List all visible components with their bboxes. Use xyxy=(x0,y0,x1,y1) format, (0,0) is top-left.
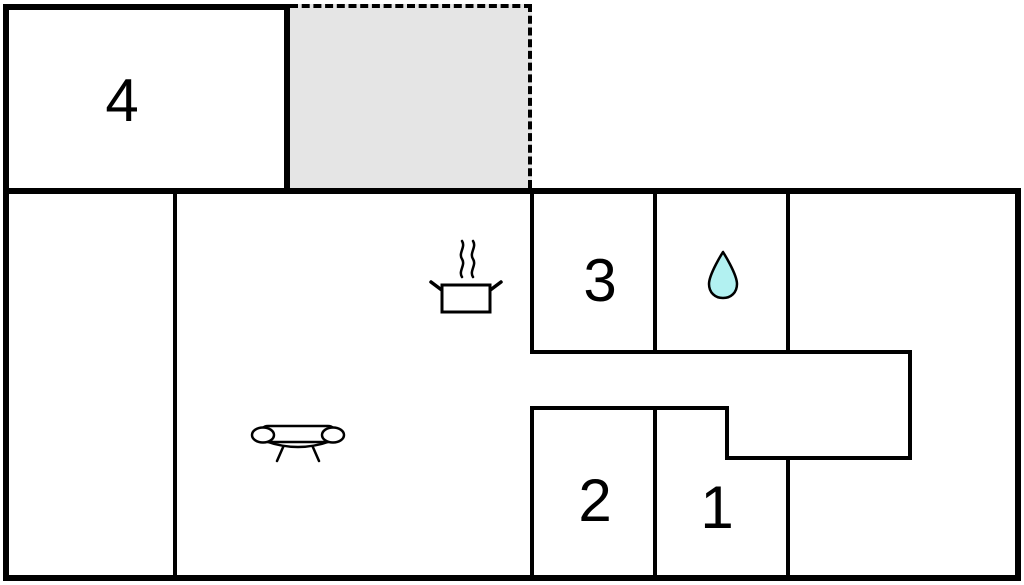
sofa-icon xyxy=(250,424,346,463)
wall-room2-top xyxy=(530,406,729,410)
wall-room1-notch xyxy=(725,406,729,460)
wall-room4-top xyxy=(3,4,290,10)
wall-room4-right xyxy=(284,4,290,194)
top-right-room xyxy=(790,194,1015,350)
left-room xyxy=(9,194,173,575)
room-1-label: 1 xyxy=(700,474,734,541)
room-3-label: 3 xyxy=(583,247,617,314)
wall-main-bottom xyxy=(3,575,1021,581)
wall-corridor-bottom-right xyxy=(725,456,912,460)
wall-room3-left xyxy=(530,194,534,354)
wall-room1-room2-divider xyxy=(653,406,657,575)
wall-main-right xyxy=(1015,188,1021,581)
steam-pot-icon xyxy=(429,239,503,314)
room-4 xyxy=(9,10,284,188)
wall-main-left xyxy=(3,188,9,581)
room-2-label: 2 xyxy=(578,467,612,534)
water-drop-icon xyxy=(707,250,739,300)
wall-room2-left xyxy=(530,406,534,575)
wall-main-top xyxy=(3,188,1021,194)
wall-room1-right xyxy=(786,456,790,575)
wall-right-mid-vertical xyxy=(908,350,912,460)
wall-room4-left xyxy=(3,4,9,194)
bottom-right-room xyxy=(790,460,1015,575)
wall-corridor-top xyxy=(530,350,912,354)
wall-bathroom-right xyxy=(786,194,790,354)
room-4-label: 4 xyxy=(105,67,139,134)
terrace-area xyxy=(290,4,532,188)
wall-leftroom-divider xyxy=(173,194,177,575)
wall-room3-bathroom-divider xyxy=(653,194,657,354)
